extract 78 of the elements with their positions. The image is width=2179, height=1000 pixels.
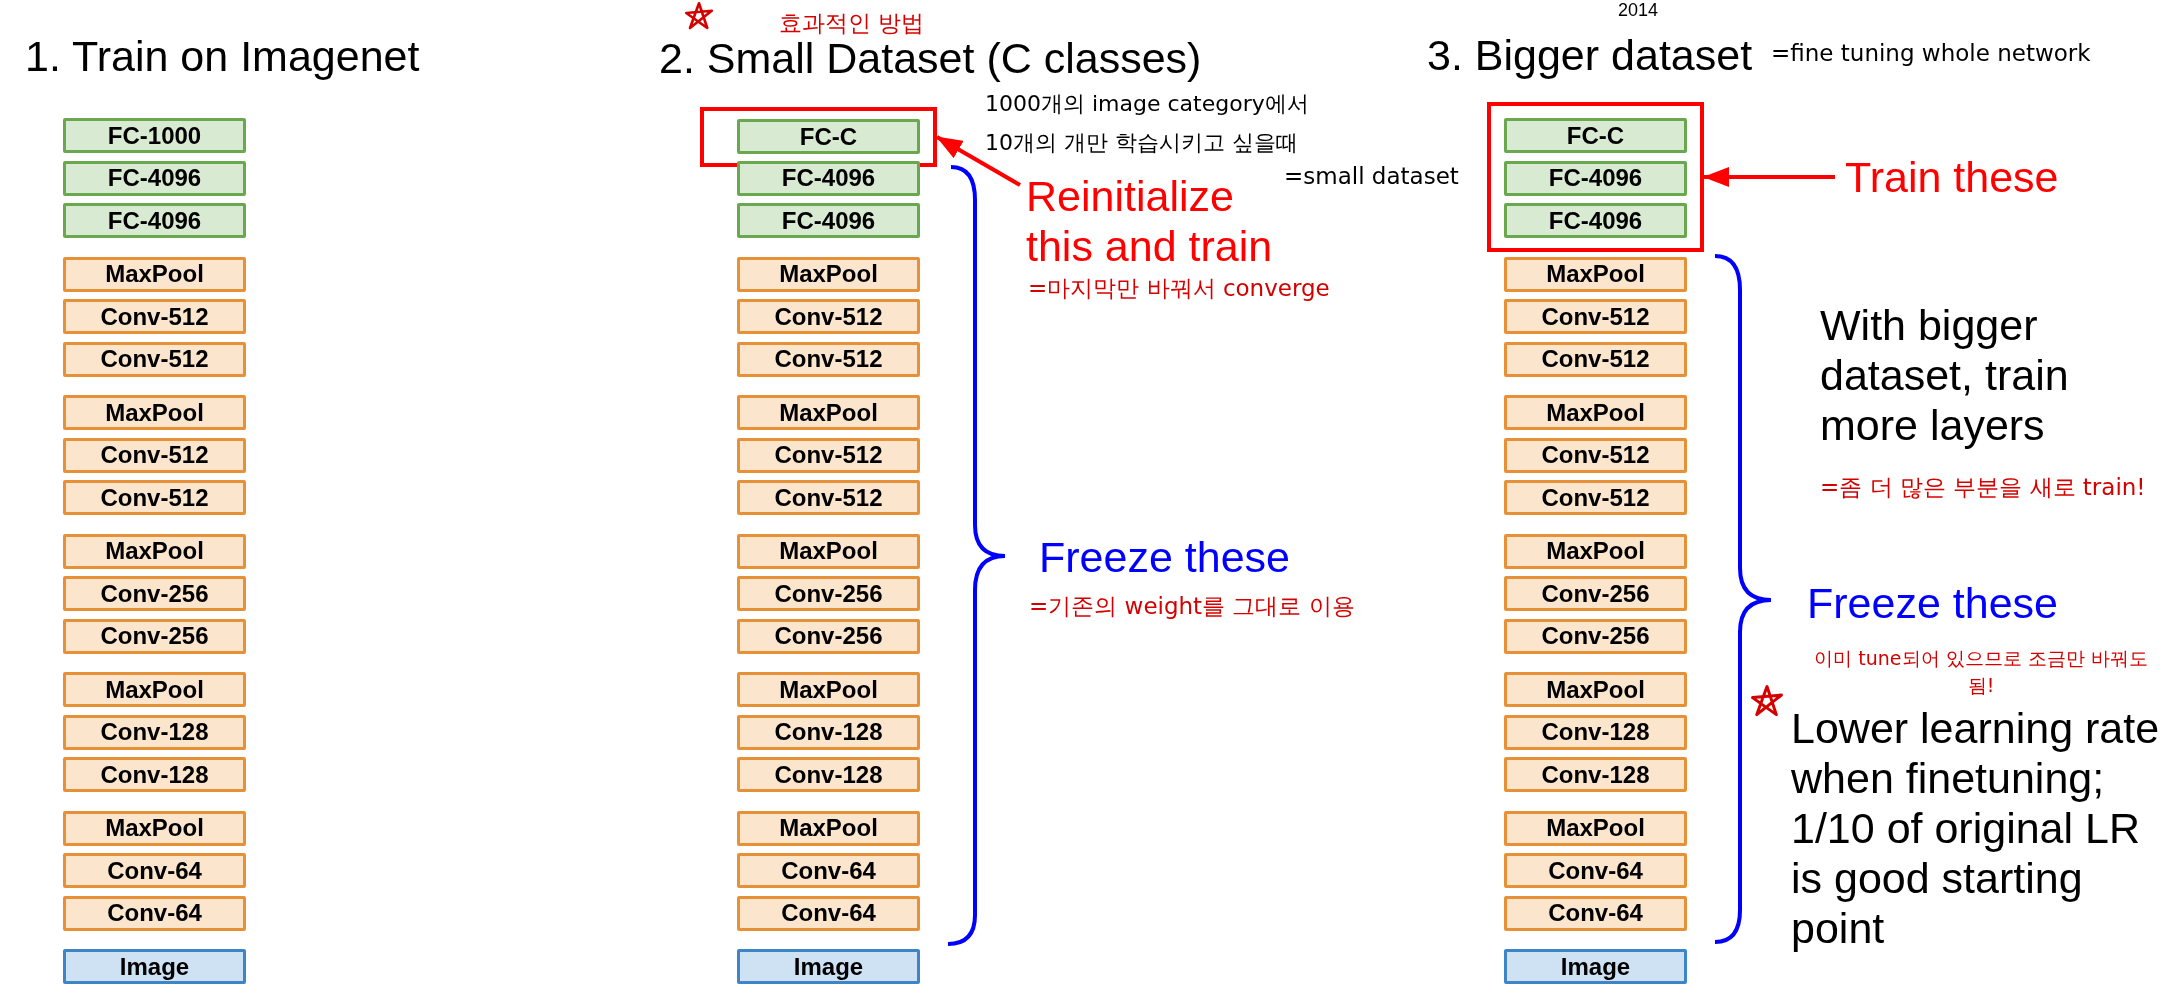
layer-box: Conv-256 [737, 618, 920, 654]
layer-box: Image [1504, 949, 1687, 984]
layer-box: Conv-512 [737, 437, 920, 473]
callout-text: Freeze these [1039, 532, 1290, 582]
layer-box: MaxPool [737, 810, 920, 846]
layer-box: Conv-512 [737, 299, 920, 334]
layer-box: FC-C [737, 119, 920, 154]
section-heading: 1. Train on Imagenet [25, 31, 420, 81]
layer-box: Image [737, 949, 920, 984]
note-text: Lower learning rate when finetuning; 1/10 of original LR is good starting point [1791, 703, 2161, 953]
layer-box: MaxPool [737, 533, 920, 569]
callout-text: Freeze these [1807, 578, 2058, 628]
handwritten-note: 이미 tune되어 있으므로 조금만 바꿔도 됨! [1813, 646, 2149, 698]
layer-box: Conv-512 [63, 437, 246, 473]
layer-box: MaxPool [1504, 256, 1687, 292]
layer-box: FC-4096 [63, 203, 246, 238]
layer-box: Conv-512 [737, 341, 920, 377]
layer-box: MaxPool [63, 533, 246, 569]
layer-box: MaxPool [737, 256, 920, 292]
layer-box: Conv-128 [63, 714, 246, 750]
layer-box: MaxPool [63, 395, 246, 430]
layer-box: Conv-256 [63, 576, 246, 611]
layer-box: Conv-64 [63, 853, 246, 888]
handwritten-note: =small dataset [1284, 163, 1459, 190]
layer-box: FC-4096 [737, 203, 920, 238]
layer-box: MaxPool [737, 672, 920, 707]
layer-box: Conv-128 [737, 714, 920, 750]
layer-box: Conv-256 [1504, 618, 1687, 654]
layer-box: Conv-512 [63, 299, 246, 334]
highlight-frame [1487, 102, 1704, 252]
layer-box: Conv-128 [737, 757, 920, 792]
section-heading: 2. Small Dataset (C classes) [659, 34, 1202, 83]
layer-box: FC-4096 [1504, 203, 1687, 238]
callout-text: Train these [1845, 152, 2075, 202]
layer-box: Conv-512 [63, 341, 246, 377]
layer-box: Conv-512 [737, 480, 920, 515]
layer-box: Conv-64 [63, 895, 246, 931]
layer-box: MaxPool [63, 256, 246, 292]
layer-box: Conv-256 [63, 618, 246, 654]
layer-box: MaxPool [1504, 395, 1687, 430]
layer-box: Conv-512 [1504, 437, 1687, 473]
layer-box: FC-1000 [63, 118, 246, 153]
layer-box: Conv-64 [737, 853, 920, 888]
layer-box: FC-4096 [63, 160, 246, 196]
layer-box: FC-C [1504, 118, 1687, 153]
arrow [1703, 167, 1835, 187]
layer-box: Conv-64 [1504, 853, 1687, 888]
handwritten-note: =기존의 weight를 그대로 이용 [1029, 593, 1355, 620]
layer-box: Conv-512 [1504, 480, 1687, 515]
layer-box: MaxPool [1504, 533, 1687, 569]
layer-box: Conv-256 [1504, 576, 1687, 611]
note-text: With bigger dataset, train more layers [1820, 300, 2070, 450]
layer-box: FC-4096 [1504, 160, 1687, 196]
arrow [936, 135, 1021, 187]
layer-box: FC-4096 [737, 160, 920, 196]
layer-box: Conv-128 [63, 757, 246, 792]
layer-box: Conv-512 [63, 480, 246, 515]
handwritten-note: =마지막만 바꿔서 converge [1028, 275, 1330, 302]
layer-box: MaxPool [63, 810, 246, 846]
layer-box: Conv-64 [1504, 895, 1687, 931]
layer-box: Conv-128 [1504, 714, 1687, 750]
layer-box: Conv-64 [737, 895, 920, 931]
layer-box: Conv-256 [737, 576, 920, 611]
layer-box: MaxPool [63, 672, 246, 707]
handwritten-note: 효과적인 방법 [779, 10, 925, 37]
callout-text: Reinitialize this and train [1026, 171, 1278, 271]
layer-box: MaxPool [1504, 672, 1687, 707]
handwritten-note: =fine tuning whole network [1771, 40, 2091, 67]
layer-box: Conv-512 [1504, 299, 1687, 334]
year-label: 2014 [1618, 0, 1659, 21]
layer-box: Image [63, 949, 246, 984]
layer-box: Conv-128 [1504, 757, 1687, 792]
section-heading: 3. Bigger dataset [1427, 30, 1753, 80]
handwritten-note: 1000개의 image category에서 10개의 개만 학습시키고 싶을때 [985, 90, 1310, 157]
layer-box: MaxPool [737, 395, 920, 430]
layer-box: MaxPool [1504, 810, 1687, 846]
layer-box: Conv-512 [1504, 341, 1687, 377]
handwritten-note: =좀 더 많은 부분을 새로 train! [1820, 474, 2146, 501]
